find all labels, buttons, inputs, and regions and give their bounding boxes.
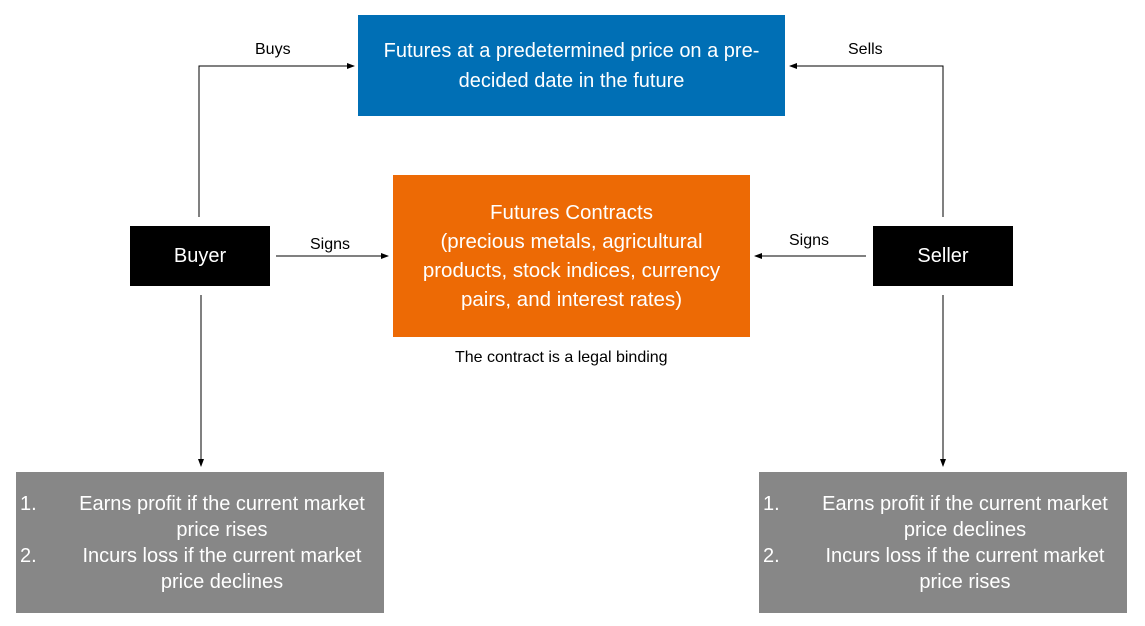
futures-contracts-line: (precious metals, agricultural bbox=[440, 230, 703, 253]
outcome-number: 2. bbox=[20, 544, 37, 567]
futures-terms-text: Futures at a predetermined price on a pr… bbox=[383, 39, 760, 92]
outcome-number: 2. bbox=[763, 544, 780, 567]
futures-contracts-line: pairs, and interest rates) bbox=[460, 288, 683, 311]
futures-contracts-box: Futures Contracts (precious metals, agri… bbox=[393, 175, 750, 337]
outcome-item: 2. Incurs loss if the current market pri… bbox=[759, 543, 1127, 595]
futures-contracts-title: Futures Contracts bbox=[490, 201, 653, 224]
outcome-number: 1. bbox=[20, 492, 37, 515]
outcome-number: 1. bbox=[763, 492, 780, 515]
outcome-text: Incurs loss if the current market price … bbox=[825, 544, 1105, 593]
buyer-outcomes-box: 1. Earns profit if the current market pr… bbox=[16, 472, 384, 613]
outcome-text: Earns profit if the current market price… bbox=[822, 492, 1108, 541]
outcome-item: 1. Earns profit if the current market pr… bbox=[759, 491, 1127, 543]
seller-outcomes-box: 1. Earns profit if the current market pr… bbox=[759, 472, 1127, 613]
buys-edge-label: Buys bbox=[255, 41, 291, 58]
futures-terms-box: Futures at a predetermined price on a pr… bbox=[358, 15, 785, 116]
seller-signs-edge-label: Signs bbox=[789, 232, 830, 249]
legal-binding-note: The contract is a legal binding bbox=[455, 349, 668, 366]
outcome-text: Earns profit if the current market price… bbox=[79, 492, 365, 541]
sells-edge-label: Sells bbox=[848, 41, 883, 58]
buyer-label: Buyer bbox=[173, 244, 227, 267]
outcome-text: Incurs loss if the current market price … bbox=[82, 544, 362, 593]
outcome-item: 2. Incurs loss if the current market pri… bbox=[16, 543, 384, 595]
seller-node: Seller bbox=[873, 226, 1013, 286]
seller-label: Seller bbox=[917, 244, 969, 267]
buyer-signs-edge-label: Signs bbox=[310, 236, 351, 253]
outcome-item: 1. Earns profit if the current market pr… bbox=[16, 491, 384, 543]
buyer-node: Buyer bbox=[130, 226, 270, 286]
futures-contracts-line: products, stock indices, currency bbox=[422, 259, 721, 282]
